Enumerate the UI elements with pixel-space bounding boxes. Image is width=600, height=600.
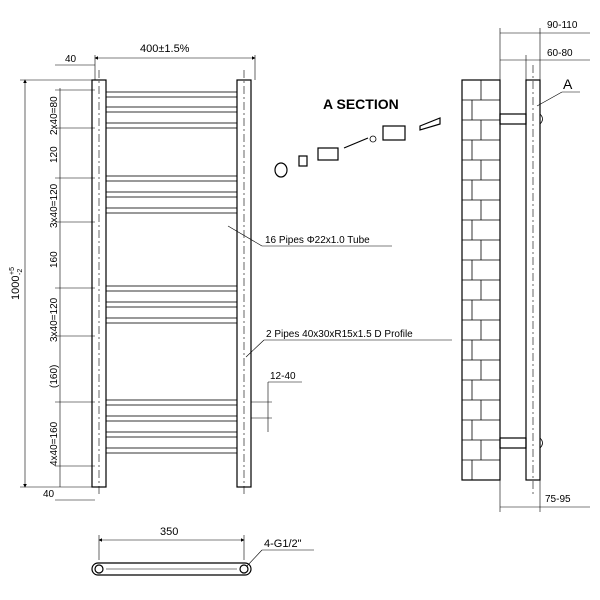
top-bracket — [499, 113, 527, 125]
segment-ticks — [55, 89, 95, 467]
bottom-view: 350 4-G1/2" — [91, 526, 314, 576]
bottom-rail — [91, 562, 252, 576]
dim-bottom: 75-95 — [545, 494, 571, 505]
height-label-group: 1000 +5 -2 — [9, 267, 24, 300]
detail-leader — [536, 91, 563, 107]
left-connection — [94, 564, 104, 574]
right-connection — [239, 564, 249, 574]
screw-part — [343, 137, 369, 149]
nut-part — [298, 155, 308, 167]
front-view: 400±1.5% 40 1000 +5 -2 2x40=80 120 — [9, 43, 452, 501]
pipes-leader — [227, 225, 263, 247]
seg-label-6: (160) — [49, 365, 60, 388]
radiator-profile — [525, 79, 541, 481]
profile-callout: 2 Pipes 40x30xR15x1.5 D Profile — [266, 329, 413, 340]
gap-dim-label: 12-40 — [270, 371, 296, 382]
a-section: A SECTION — [274, 96, 441, 178]
bottom-width-label: 350 — [160, 526, 178, 538]
pipes-callout: 16 Pipes Φ22x1.0 Tube — [265, 235, 370, 246]
top-valve — [539, 113, 543, 125]
width-dimension-label: 400±1.5% — [140, 43, 190, 55]
seg-label-4: 160 — [49, 251, 60, 268]
bracket-part — [317, 147, 339, 161]
seg-label-1: 2x40=80 — [49, 96, 60, 135]
anchor-part — [419, 117, 441, 131]
detail-label: A — [563, 76, 573, 92]
dim-top-inner: 60-80 — [547, 48, 573, 59]
seg-label-5: 3x40=120 — [49, 297, 60, 342]
profile-leader — [245, 339, 265, 358]
side-view: A 90-110 60-80 75-95 — [461, 20, 590, 512]
bottom-offset-label: 40 — [43, 489, 55, 500]
dim-top-outer: 90-110 — [547, 20, 578, 31]
height-dimension-label: 1000 — [10, 276, 22, 300]
connection-label: 4-G1/2" — [264, 538, 302, 550]
section-title: A SECTION — [323, 96, 399, 112]
bottom-bracket — [499, 437, 527, 449]
horizontal-bars — [105, 91, 238, 454]
sleeve-part — [382, 125, 406, 141]
height-tol-lower: -2 — [17, 269, 24, 275]
seg-label-3: 3x40=120 — [49, 183, 60, 228]
seg-label-7: 4x40=160 — [49, 421, 60, 466]
washer-part — [369, 135, 377, 143]
seg-label-2: 120 — [49, 146, 60, 163]
bottom-valve — [539, 437, 543, 449]
left-offset-label: 40 — [65, 54, 77, 65]
height-tol-upper: +5 — [9, 267, 16, 275]
cap-part — [274, 162, 288, 178]
connection-leader — [246, 549, 263, 567]
wall-bricks — [462, 80, 500, 480]
